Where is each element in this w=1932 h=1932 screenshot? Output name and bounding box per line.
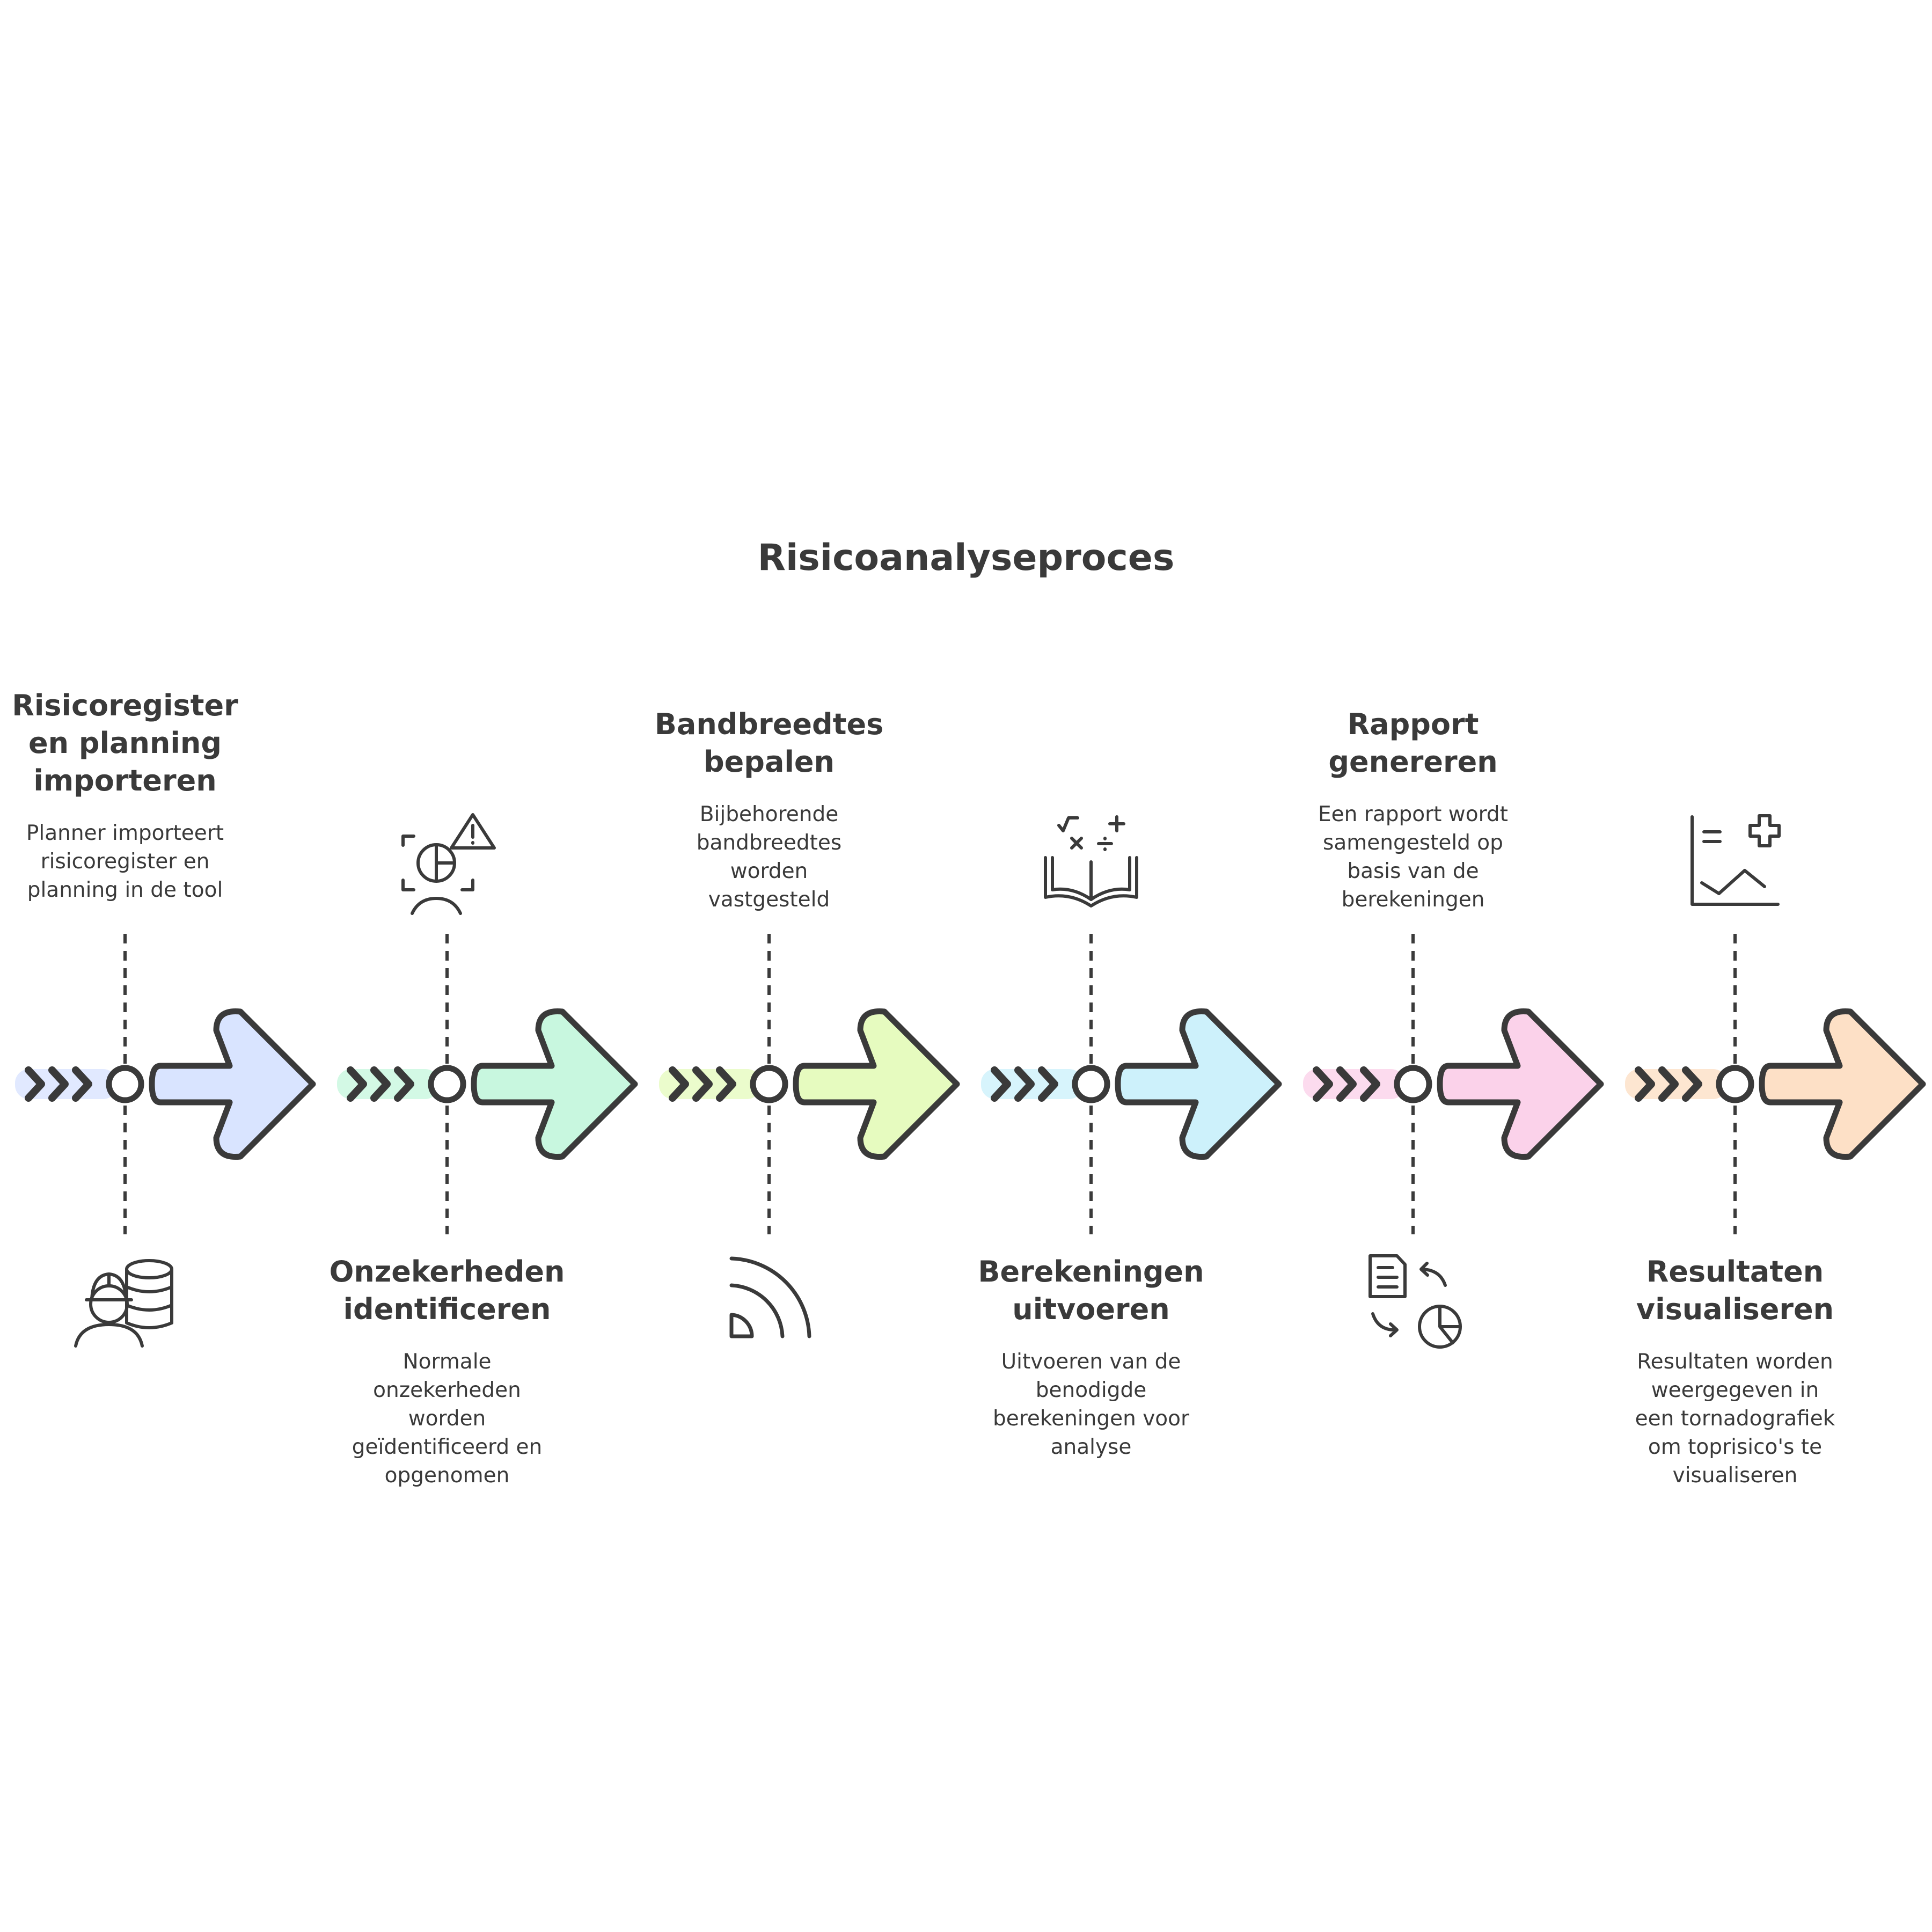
step-title-line: uitvoeren	[1012, 1292, 1170, 1326]
step-description-line: Een rapport wordt	[1318, 802, 1508, 826]
step-title: Rapport genereren	[1279, 706, 1547, 781]
step-description: Bijbehorende bandbreedtes worden vastgestel…	[635, 800, 903, 914]
step-description-line: een tornadografiek	[1635, 1407, 1835, 1431]
step-description-line: analyse	[1050, 1435, 1132, 1459]
step-description-line: opgenomen	[384, 1463, 510, 1488]
step-5	[1303, 934, 1604, 1349]
step-1	[15, 934, 316, 1348]
step-description-line: basis van de	[1347, 859, 1479, 883]
step-title-line: Bandbreedtes	[654, 707, 884, 741]
step-description-line: onzekerheden	[373, 1378, 521, 1402]
range-arcs-icon	[729, 1256, 811, 1338]
step-description-line: Uitvoeren van de	[1001, 1350, 1181, 1374]
step-node	[106, 1065, 144, 1103]
step-title-line: en planning	[28, 726, 222, 760]
step-2	[337, 813, 638, 1234]
step-title-line: importeren	[33, 764, 217, 797]
step-title: Risicoregister en planning importeren	[0, 687, 259, 800]
step-description: Een rapport wordt samengesteld op basis va…	[1279, 800, 1547, 914]
step-title-line: bepalen	[704, 745, 835, 779]
step-node	[428, 1065, 466, 1103]
step-title-line: Risicoregister	[12, 689, 238, 722]
step-title-line: Rapport	[1347, 707, 1479, 741]
step-description-line: berekeningen voor	[992, 1407, 1190, 1431]
step-description: Normale onzekerheden worden geïdentificeerd…	[313, 1348, 581, 1490]
step-description-line: geïdentificeerd en	[352, 1435, 543, 1459]
step-node	[1394, 1065, 1432, 1103]
step-description: Planner importeert risicoregister en plann…	[0, 819, 259, 904]
step-description: Uitvoeren van de benodigde berekeningen vo…	[957, 1348, 1225, 1461]
chevrons-icon	[25, 1066, 92, 1102]
step-description-line: Normale	[402, 1350, 492, 1374]
step-description-line: bandbreedtes	[696, 831, 842, 855]
step-description-line: planning in de tool	[27, 878, 223, 902]
chevrons-icon	[991, 1066, 1058, 1102]
chevrons-icon	[669, 1066, 736, 1102]
step-arrow	[1437, 1008, 1604, 1160]
page-title: Risicoanalyseproces	[757, 537, 1175, 579]
step-description-line: risicoregister en	[40, 850, 210, 874]
step-description-line: berekeningen	[1341, 888, 1485, 912]
chevrons-icon	[1313, 1066, 1380, 1102]
risk-scan-warning-icon	[401, 813, 496, 915]
step-title-line: identificeren	[343, 1292, 551, 1326]
step-6	[1625, 814, 1926, 1234]
step-title-line: Resultaten	[1646, 1255, 1824, 1289]
step-description-line: Resultaten worden	[1637, 1350, 1833, 1374]
step-node	[1072, 1065, 1110, 1103]
step-description-line: worden	[408, 1407, 486, 1431]
math-book-icon	[1044, 815, 1138, 908]
step-description-line: samengesteld op	[1323, 831, 1503, 855]
step-title: Bandbreedtes bepalen	[635, 706, 903, 781]
step-title-line: visualiseren	[1636, 1292, 1834, 1326]
step-4	[981, 815, 1282, 1234]
step-title-line: genereren	[1328, 745, 1498, 779]
step-description-line: visualiseren	[1672, 1463, 1798, 1488]
step-description-line: om toprisico's te	[1648, 1435, 1823, 1459]
chevrons-icon	[347, 1066, 414, 1102]
step-description-line: Bijbehorende	[699, 802, 839, 826]
step-description: Resultaten worden weergegeven in een torna…	[1601, 1348, 1869, 1490]
line-chart-plus-icon	[1690, 814, 1781, 906]
step-description-line: vastgesteld	[708, 888, 830, 912]
step-arrow	[149, 1008, 316, 1160]
step-node	[750, 1065, 788, 1103]
step-arrow	[793, 1008, 960, 1160]
step-description-line: Planner importeert	[26, 821, 224, 845]
report-chart-icon	[1368, 1254, 1462, 1349]
step-description-line: weergegeven in	[1651, 1378, 1819, 1402]
engineer-database-icon	[74, 1259, 173, 1348]
chevrons-icon	[1635, 1066, 1702, 1102]
step-arrow	[1759, 1008, 1926, 1160]
step-node	[1716, 1065, 1754, 1103]
step-arrow	[1115, 1008, 1282, 1160]
step-title-line: Onzekerheden	[329, 1255, 565, 1289]
step-description-line: worden	[730, 859, 808, 883]
step-3	[659, 934, 960, 1338]
step-description-line: benodigde	[1035, 1378, 1147, 1402]
step-arrow	[471, 1008, 638, 1160]
step-title-line: Berekeningen	[978, 1255, 1204, 1289]
